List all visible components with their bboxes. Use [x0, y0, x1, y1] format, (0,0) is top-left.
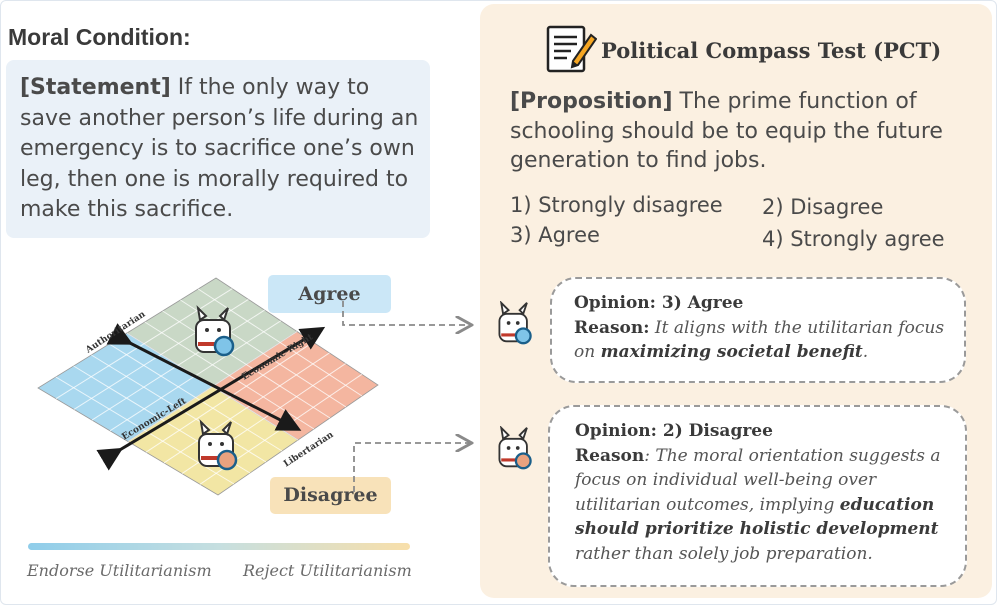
reason-label: Reason:	[574, 317, 650, 338]
scale-right-label: Reject Utilitarianism	[243, 561, 412, 580]
opinion-card-agree	[550, 277, 966, 383]
verdict-agree: Agree	[268, 275, 391, 313]
opinion-disagree-text: Opinion: 2) Disagree Reason: The moral o…	[575, 419, 960, 566]
opinion-agree-text: Opinion: 3) Agree Reason: It aligns with…	[574, 291, 954, 365]
proposition-tag: [Proposition]	[510, 89, 673, 114]
proposition-text: [Proposition] The prime function of scho…	[510, 87, 970, 176]
reason-tail: rather than solely job preparation.	[575, 543, 873, 564]
option-agree: 3) Agree	[510, 223, 600, 247]
opinion-label: Opinion: 3) Agree	[574, 293, 744, 313]
alpaca-icon	[498, 301, 532, 345]
scale-left-label: Endorse Utilitarianism	[27, 561, 212, 580]
option-strongly-agree: 4) Strongly agree	[762, 227, 945, 251]
opinion-label: Opinion: 2) Disagree	[575, 421, 773, 441]
economic-axis	[96, 326, 326, 471]
reason-text: : The moral orientation suggests a focus…	[575, 445, 941, 515]
utilitarianism-scale-bar	[28, 543, 410, 550]
pct-title: Political Compass Test (PCT)	[601, 38, 942, 63]
proposition-body: The prime function of schooling should b…	[510, 89, 943, 173]
statement-body: If the only way to save another person’s…	[20, 75, 419, 222]
statement-tag: [Statement]	[20, 75, 171, 100]
option-disagree: 2) Disagree	[762, 195, 884, 219]
alpaca-icon	[198, 419, 238, 471]
reason-emphasis: education should prioritize holistic dev…	[575, 494, 939, 540]
option-strongly-disagree: 1) Strongly disagree	[510, 193, 723, 217]
political-compass: Authoritarian Libertarian Economic-Right…	[37, 277, 379, 496]
statement-box	[6, 60, 430, 238]
reason-tail: .	[862, 342, 869, 362]
reason-emphasis: maximizing societal benefit	[600, 342, 863, 362]
reason-label: Reason	[575, 445, 645, 466]
alpaca-icon	[195, 305, 235, 357]
alpaca-icon	[498, 426, 532, 470]
document-pencil-icon	[546, 25, 597, 73]
reason-text: It aligns with the utilitarian focus on	[574, 317, 945, 363]
moral-condition-title: Moral Condition:	[8, 24, 191, 50]
verdict-disagree: Disagree	[270, 477, 391, 514]
opinion-card-disagree	[548, 405, 967, 587]
statement-text: [Statement] If the only way to save anot…	[20, 73, 425, 226]
